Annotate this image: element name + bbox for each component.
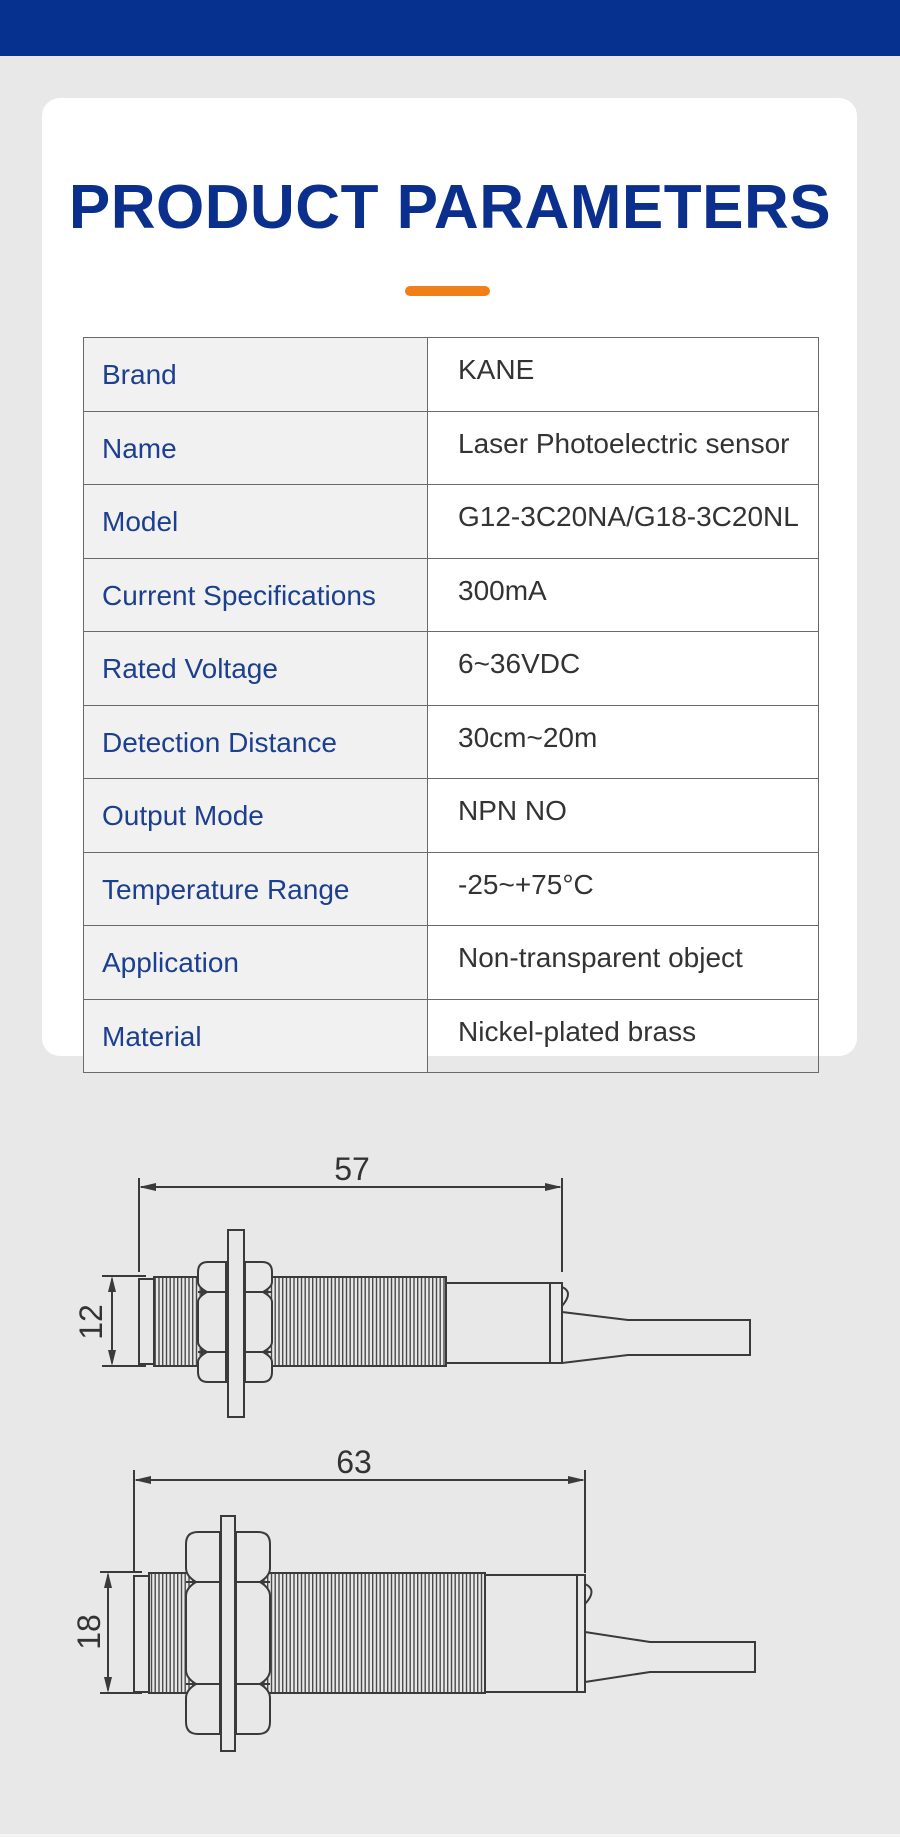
param-value: -25~+75°C [427, 851, 819, 926]
param-value: KANE [427, 337, 819, 412]
param-value: 6~36VDC [427, 631, 819, 706]
param-key: Brand [83, 337, 428, 412]
dimension-diameter-12: 12 [73, 1304, 109, 1340]
param-key: Output Mode [83, 778, 428, 853]
param-key: Current Specifications [83, 557, 428, 632]
top-banner [0, 0, 900, 56]
param-key: Rated Voltage [83, 631, 428, 706]
param-key: Material [83, 998, 428, 1073]
dimension-length-12: 57 [334, 1151, 370, 1187]
param-key: Model [83, 484, 428, 559]
dimension-diameter-18: 18 [71, 1614, 107, 1650]
param-value: 300mA [427, 557, 819, 632]
title-accent-bar [405, 286, 490, 296]
param-key: Temperature Range [83, 851, 428, 926]
param-key: Name [83, 410, 428, 485]
param-value: Laser Photoelectric sensor [427, 410, 819, 485]
sensor-18-drawing: 63 18 [71, 1444, 756, 1752]
param-value: G12-3C20NA/G18-3C20NL [427, 484, 819, 559]
page-title: PRODUCT PARAMETERS [68, 173, 832, 242]
dimension-drawing: 57 12 [0, 1100, 900, 1837]
param-value: Non-transparent object [427, 925, 819, 1000]
sensor-12-drawing: 57 12 [73, 1151, 751, 1418]
param-value: NPN NO [427, 778, 819, 853]
dimension-length-18: 63 [336, 1444, 372, 1480]
param-key: Detection Distance [83, 704, 428, 779]
param-value: 30cm~20m [427, 704, 819, 779]
bottom-edge [0, 1834, 900, 1837]
param-value: Nickel-plated brass [427, 998, 819, 1073]
param-key: Application [83, 925, 428, 1000]
table-row: Temperature Range-25~+75°C [83, 851, 819, 926]
